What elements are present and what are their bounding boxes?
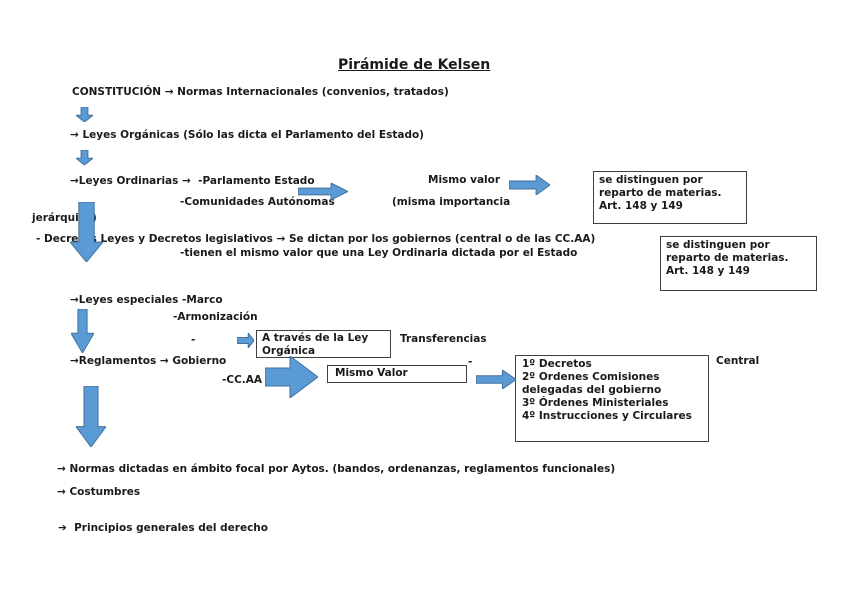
dash-transferencias: - xyxy=(468,356,473,368)
down-arrow-icon xyxy=(76,150,93,165)
decretos-leyes-note: -tienen el mismo valor que una Ley Ordin… xyxy=(180,247,578,259)
right-arrow-icon xyxy=(476,370,516,389)
central-label: Central xyxy=(716,355,760,367)
armonizacion-label: -Armonización xyxy=(173,311,258,323)
box-decretos: 1º Decretos 2º Ordenes Comisiones delega… xyxy=(515,355,709,442)
box-line: Art. 148 y 149 xyxy=(666,265,750,277)
level-costumbres: → Costumbres xyxy=(57,486,141,498)
right-arrow-icon xyxy=(298,183,348,200)
box-line: reparto de materias. xyxy=(599,187,722,199)
box-line: 1º Decretos xyxy=(522,358,592,370)
box-line: 2º Ordenes Comisiones xyxy=(522,371,660,383)
level-normas-aytos: → Normas dictadas en ámbito focal por Ay… xyxy=(57,463,616,475)
mismo-valor-label: Mismo valor xyxy=(428,174,501,186)
box-line: 4º Instrucciones y Circulares xyxy=(522,410,692,422)
level-decretos-leyes: - Decretos Leyes y Decretos legislativos… xyxy=(36,233,596,245)
box-ley-organica: A través de la Ley Orgánica xyxy=(256,330,391,358)
level-principios: ➔ Principios generales del derecho xyxy=(58,522,268,534)
comunidades-autonomas-label: -Comunidades Autónomas xyxy=(180,196,335,208)
right-arrow-icon xyxy=(237,333,254,348)
level-leyes-ordinarias: →Leyes Ordinarias → -Parlamento Estado xyxy=(70,175,315,187)
box-line: 3º Órdenes Ministeriales xyxy=(522,397,669,409)
down-arrow-icon xyxy=(76,107,93,122)
box-mismo-valor: Mismo Valor xyxy=(327,365,467,383)
right-arrow-icon xyxy=(509,175,550,195)
box-materias-top: se distinguen por reparto de materias. A… xyxy=(593,171,747,224)
box-line: se distinguen por xyxy=(599,174,703,186)
down-arrow-icon xyxy=(71,309,94,353)
big-down-arrow-icon xyxy=(76,386,106,447)
page-title: Pirámide de Kelsen xyxy=(338,57,491,73)
box-line: Art. 148 y 149 xyxy=(599,200,683,212)
level-reglamentos: →Reglamentos → Gobierno xyxy=(70,355,227,367)
box-line: A través de la Ley xyxy=(262,332,369,344)
level-leyes-especiales: →Leyes especiales -Marco xyxy=(70,294,223,306)
box-line: delegadas del gobierno xyxy=(522,384,662,396)
dash-armonizacion: - xyxy=(191,334,196,346)
box-line: se distinguen por xyxy=(666,239,770,251)
level-constitucion: CONSTITUCIÓN → Normas Internacionales (c… xyxy=(72,86,449,98)
box-line: Mismo Valor xyxy=(335,367,408,379)
transferencias-label: Transferencias xyxy=(400,333,487,345)
box-materias-bottom: se distinguen por reparto de materias. A… xyxy=(660,236,817,291)
level-leyes-organicas: → Leyes Orgánicas (Sólo las dicta el Par… xyxy=(70,129,424,141)
ccaa-label: -CC.AA xyxy=(222,374,263,386)
box-line: Orgánica xyxy=(262,345,316,357)
box-line: reparto de materias. xyxy=(666,252,789,264)
misma-importancia-label: (misma importancia xyxy=(392,196,511,208)
big-right-arrow-icon xyxy=(265,356,318,398)
long-down-arrow-icon xyxy=(70,202,103,262)
